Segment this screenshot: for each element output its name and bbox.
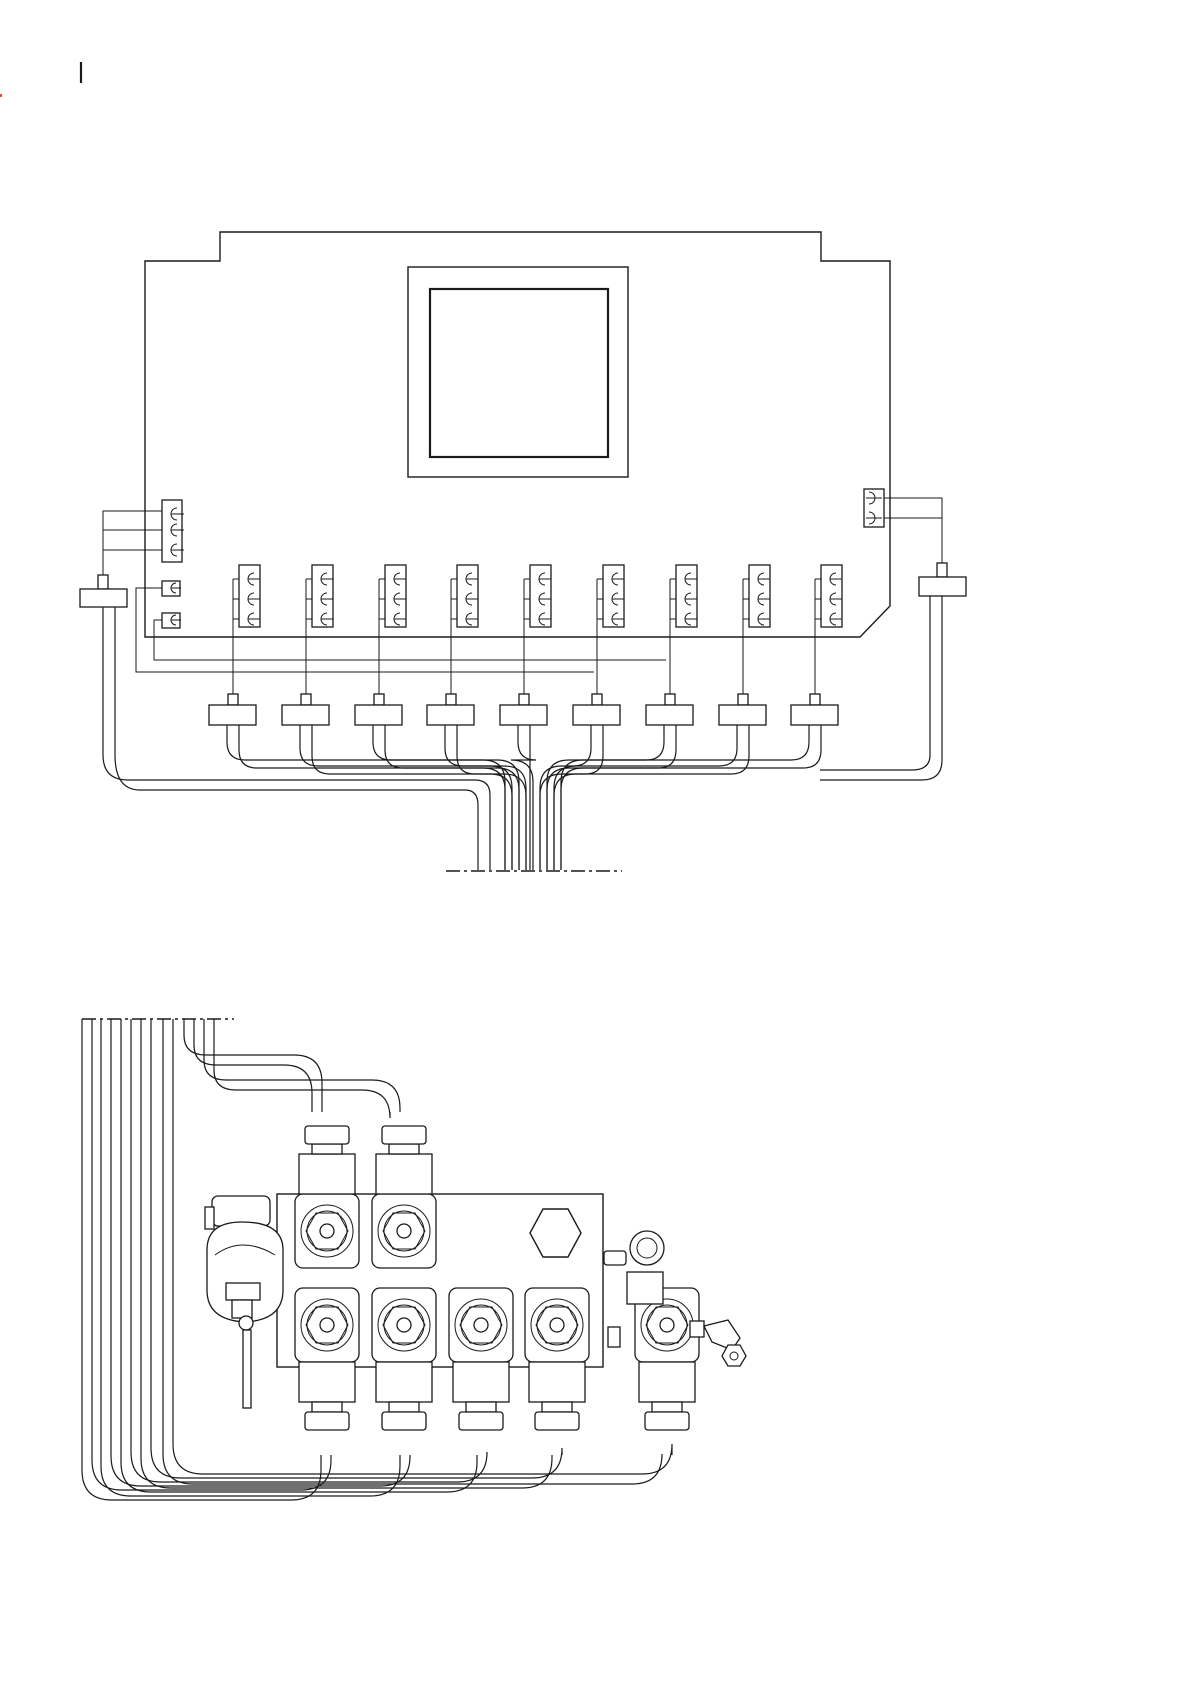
terminal-block-5 [524, 565, 551, 694]
terminal-blocks [233, 565, 842, 694]
solenoid-valve-6 [525, 1288, 589, 1430]
cable-8 [554, 725, 749, 870]
solenoid-valve-1 [295, 1126, 359, 1268]
cable-1 [227, 725, 505, 870]
cable-2 [300, 725, 512, 870]
cable-6 [540, 725, 603, 870]
page-margin-mark [0, 62, 81, 97]
terminal-block-7 [670, 565, 697, 694]
cable-9 [561, 725, 821, 870]
cable-5 [511, 725, 536, 870]
terminal-block-9 [815, 565, 842, 694]
terminal-block-4 [451, 565, 478, 694]
cable-glands [209, 694, 838, 725]
cable-gland-5 [500, 694, 547, 725]
cable-4 [445, 725, 526, 870]
terminal-block-3 [379, 565, 406, 694]
terminal-block-6 [597, 565, 624, 694]
left-connector-block [103, 500, 184, 580]
cable-7 [547, 725, 676, 870]
solenoid-valve-2 [372, 1126, 436, 1268]
solenoid-valve-7 [635, 1288, 699, 1430]
cable-gland-4 [427, 694, 474, 725]
solenoid-valve-3 [295, 1288, 359, 1430]
right-cable-gland [919, 563, 966, 596]
cable-gland-1 [209, 694, 256, 725]
upper-cable-bundle [227, 725, 821, 870]
terminal-block-8 [743, 565, 770, 694]
solenoid-valve-5 [449, 1288, 513, 1430]
pressure-sensor [205, 1196, 283, 1408]
right-connector-block [864, 489, 942, 568]
lower-cable-7 [204, 1019, 400, 1118]
cable-gland-8 [719, 694, 766, 725]
cable-gland-2 [282, 694, 329, 725]
cable-gland-7 [646, 694, 693, 725]
cable-gland-9 [791, 694, 838, 725]
terminal-block-2 [306, 565, 333, 694]
cable-3 [373, 725, 519, 870]
cable-gland-3 [355, 694, 402, 725]
display-screen [408, 267, 628, 477]
left-cable-gland [80, 575, 127, 607]
terminal-block-1 [233, 565, 260, 694]
cable-gland-6 [573, 694, 620, 725]
hex-plug [530, 1209, 581, 1257]
solenoid-valve-4 [372, 1288, 436, 1430]
